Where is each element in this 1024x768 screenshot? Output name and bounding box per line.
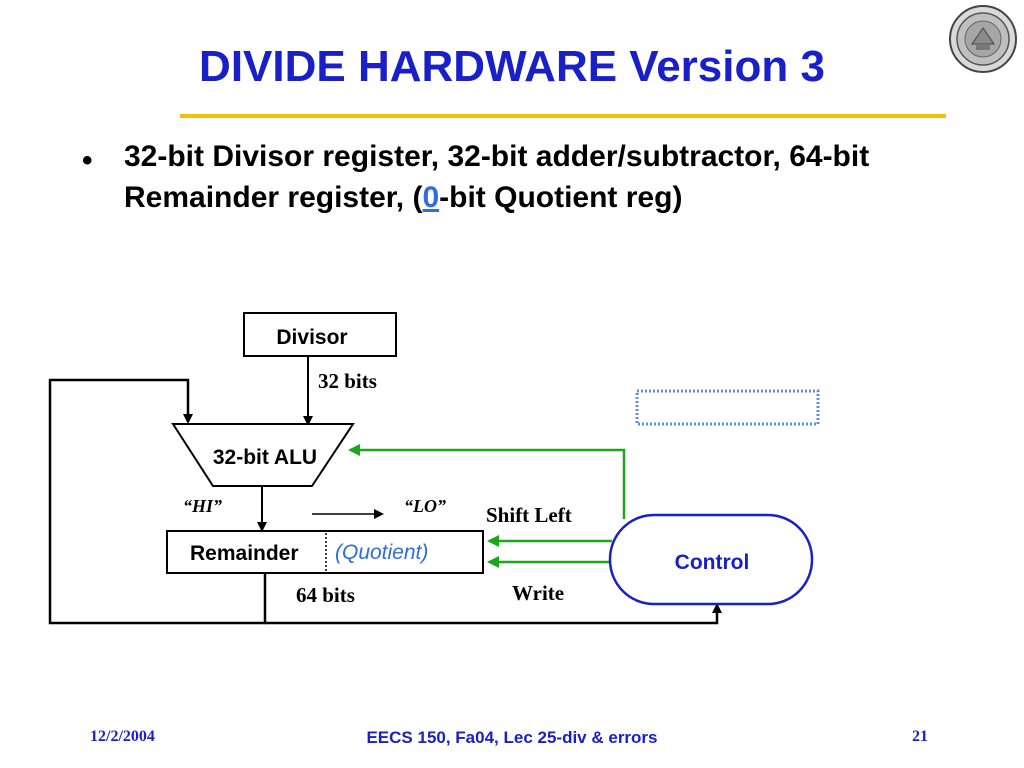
title-underline	[180, 114, 946, 118]
quotient-label: (Quotient)	[335, 541, 428, 564]
footer-page-number: 21	[912, 728, 928, 745]
alu-control-wire	[348, 444, 626, 519]
lo-label: “LO”	[404, 496, 446, 516]
bullet-marker: •	[82, 144, 93, 177]
alu	[171, 423, 355, 487]
quotient-reg-size-highlight: 0	[422, 181, 440, 214]
remainder-register	[166, 530, 484, 574]
slide-title: DIVIDE HARDWARE Version 3	[199, 42, 825, 91]
remainder-width-label: 64 bits	[296, 583, 355, 607]
divisor-register	[243, 312, 397, 357]
divisor-label: Divisor	[276, 326, 347, 349]
university-seal-logo	[949, 5, 1017, 73]
write-label: Write	[512, 581, 564, 605]
bullet-text-after: -bit Quotient reg)	[439, 181, 683, 214]
divisor-width-label: 32 bits	[318, 369, 377, 393]
write-feedback-wire	[265, 603, 722, 625]
remainder-feedback-wire	[48, 378, 267, 625]
alu-label: 32-bit ALU	[213, 446, 317, 469]
bullet-text-before: 32-bit Divisor register, 32-bit adder/su…	[124, 140, 870, 214]
empty-quotient-placeholder	[635, 389, 820, 426]
shift-left-label: Shift Left	[486, 503, 572, 527]
remainder-label: Remainder	[190, 542, 299, 565]
control-label: Control	[675, 551, 750, 574]
footer-course: EECS 150, Fa04, Lec 25-div & errors	[366, 728, 658, 747]
bullet-item: 32-bit Divisor register, 32-bit adder/su…	[124, 136, 954, 218]
footer-date: 12/2/2004	[90, 728, 155, 745]
control-unit	[608, 513, 814, 606]
hi-label: “HI”	[183, 496, 222, 516]
